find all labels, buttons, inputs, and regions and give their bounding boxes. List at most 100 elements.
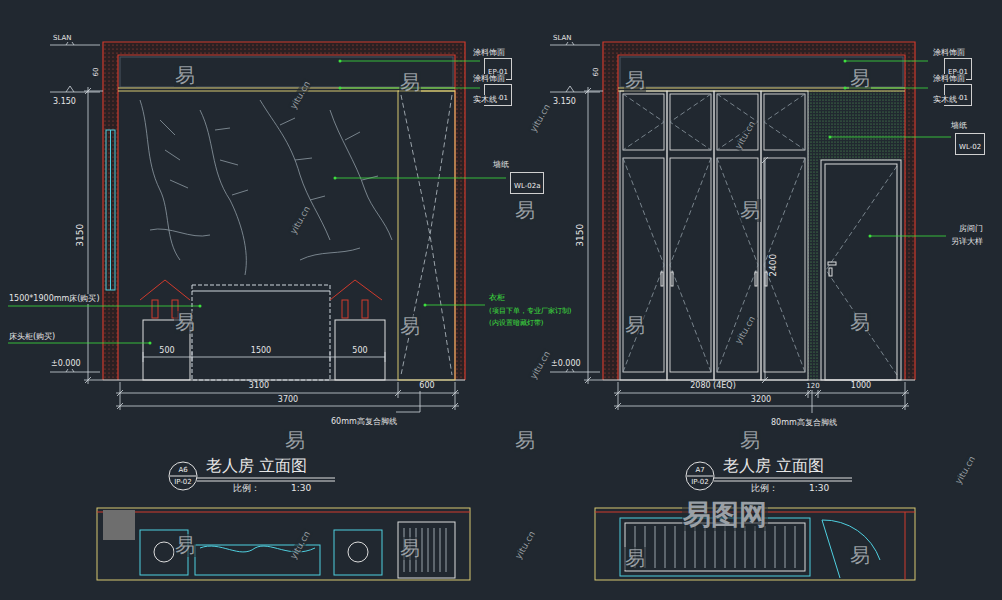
wall-hatch — [103, 42, 465, 380]
wardrobe-door — [623, 94, 664, 150]
window — [106, 130, 115, 290]
wardrobe — [398, 91, 455, 380]
watermark: 易 — [174, 64, 196, 87]
annotation-text: 3.150 — [52, 97, 77, 106]
annotation-text: SLAN — [552, 34, 573, 42]
lamp — [342, 300, 348, 318]
wardrobe-door — [761, 91, 808, 380]
room-door — [821, 160, 901, 380]
wall-outline — [103, 42, 465, 380]
annotation-text: 涂料饰面 — [932, 74, 966, 83]
dimension-text: 600 — [418, 381, 435, 390]
watermark: 易 — [399, 315, 421, 338]
leader-dot — [829, 60, 872, 238]
dimension-text: 120 — [805, 382, 820, 390]
dimension-line — [50, 45, 100, 372]
watermark: 易 — [624, 547, 646, 570]
wall-outline — [603, 42, 915, 380]
annotation-text: 1:30 — [808, 483, 830, 493]
watermark: yitu.cn — [512, 528, 537, 561]
leader-dot — [869, 235, 872, 238]
annotation-text: 墙纸 — [492, 160, 510, 169]
plan-view — [348, 542, 368, 562]
annotation-text: 3.150 — [552, 97, 577, 106]
annotation-text: 比例： — [750, 483, 779, 493]
leader-dot — [829, 136, 832, 139]
section-symbol: A6IP-02 — [168, 461, 198, 491]
plan-view — [97, 512, 470, 513]
bed — [192, 285, 330, 380]
ceiling-line — [103, 57, 465, 380]
mural-sketch — [345, 132, 378, 180]
dimension-text: 60 — [92, 67, 100, 78]
title-underline — [197, 478, 335, 481]
dimension-line — [614, 393, 909, 406]
watermark: 易 — [739, 199, 761, 222]
door-handle — [671, 272, 673, 286]
annotation-text: 1500*1900mm床(购买) — [8, 294, 101, 303]
lamp — [152, 300, 158, 318]
wall-hatch — [455, 55, 465, 380]
symbol-circle — [169, 462, 197, 490]
door-handle — [755, 272, 757, 286]
lamp — [362, 300, 368, 318]
door-handle — [661, 272, 767, 286]
annotation-text: 衣柜 — [488, 293, 506, 302]
wall-hatch — [603, 55, 618, 380]
door-swing — [623, 94, 805, 150]
annotation-text: ±0.000 — [50, 359, 82, 368]
watermark: 易 — [514, 429, 536, 452]
plan-view — [103, 510, 135, 540]
annotation-text: 床头柜(购买) — [8, 332, 56, 341]
mural-sketch — [160, 120, 188, 188]
section-symbol: A7IP-02 — [685, 461, 715, 491]
leader-dot — [334, 177, 337, 180]
plan-view — [334, 530, 382, 575]
dimension-text: 3150 — [75, 223, 85, 248]
watermark: yitu.cn — [732, 118, 757, 151]
watermark: yitu.cn — [952, 453, 977, 486]
wardrobe-door — [667, 91, 714, 380]
bed — [192, 291, 330, 292]
mural-sketch — [280, 118, 325, 200]
plan-view — [154, 542, 174, 562]
wardrobe-door — [764, 94, 805, 150]
symbol-divider — [170, 476, 196, 477]
nightstand — [335, 320, 385, 380]
bed — [192, 285, 330, 380]
watermark: 易 — [284, 429, 306, 452]
leader-dot — [149, 342, 152, 345]
wall-hatch — [103, 42, 465, 55]
watermark: 易 — [174, 311, 196, 334]
watermark: 易 — [849, 311, 871, 334]
leader-dot — [339, 60, 342, 63]
watermark: yitu.cn — [527, 101, 552, 134]
watermark: yitu.cn — [287, 203, 312, 236]
dimension-text: 500 — [158, 346, 175, 355]
mural-sketch — [140, 100, 180, 260]
mural-sketch — [330, 110, 392, 240]
leader-dot — [149, 60, 427, 345]
sheet-number: IP-02 — [174, 478, 192, 486]
annotation-text: 房间门 — [958, 224, 984, 233]
annotation-text: (项目下单，专业厂家订制) — [488, 307, 572, 315]
mural-sketch — [260, 100, 330, 240]
dimension-text: 3200 — [750, 395, 772, 404]
dimension-text: 2400 — [768, 253, 778, 278]
wall-outline — [103, 42, 465, 380]
wardrobe-door — [670, 158, 711, 372]
annotation-text: 老人房 立面图 — [722, 457, 825, 475]
leader-dot — [339, 87, 342, 90]
tag-code: WL-02a — [514, 182, 540, 190]
wardrobe-door — [764, 158, 805, 372]
mural-sketch — [215, 128, 248, 195]
room-door — [825, 164, 897, 380]
wall-hatch — [603, 42, 915, 55]
annotation-text: 涂料饰面 — [932, 48, 966, 57]
title-underline — [714, 478, 852, 481]
door-swing — [623, 94, 897, 375]
dimension-text: 1500 — [250, 346, 272, 355]
watermark: 易 — [624, 314, 646, 337]
dimension-line — [66, 39, 74, 372]
